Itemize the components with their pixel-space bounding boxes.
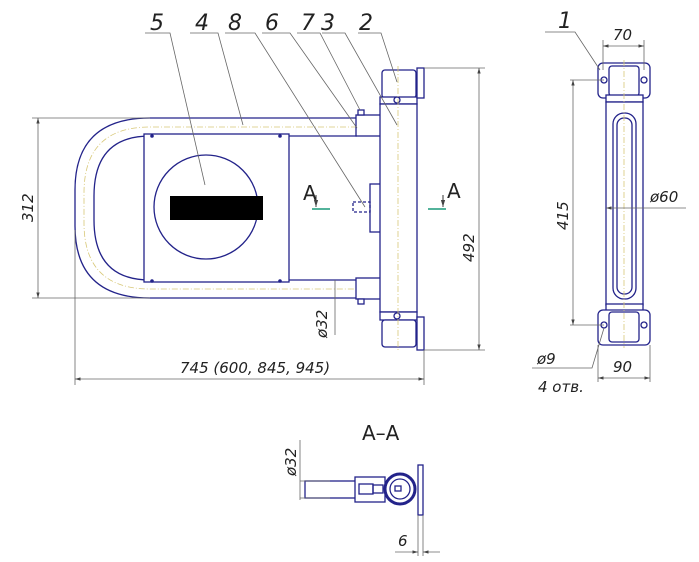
svg-text:745 (600, 845, 945): 745 (600, 845, 945) bbox=[180, 359, 330, 377]
part-label-3: 3 bbox=[321, 11, 335, 36]
svg-text:A: A bbox=[447, 179, 461, 203]
section-dimension-32: ø32 bbox=[282, 440, 330, 500]
svg-text:70: 70 bbox=[613, 26, 632, 44]
section-dimension-6: 6 bbox=[395, 515, 440, 556]
svg-text:ø9: ø9 bbox=[536, 350, 556, 368]
svg-text:ø60: ø60 bbox=[649, 188, 678, 206]
dimension-hole-9: ø9 4 отв. bbox=[532, 327, 605, 396]
sign-bar bbox=[170, 196, 263, 220]
side-view: 1 70 415 ø60 90 ø9 4 отв. bbox=[532, 9, 686, 396]
dimension-60: ø60 bbox=[606, 188, 686, 210]
main-view: 5 4 8 6 7 3 2 312 492 745 (600, 845, 945… bbox=[19, 11, 485, 385]
dimension-90: 90 bbox=[597, 345, 651, 382]
dimension-745: 745 (600, 845, 945) bbox=[74, 230, 425, 385]
section-view: A–A ø32 6 bbox=[282, 421, 440, 556]
dimension-tube-32: ø32 bbox=[313, 280, 336, 339]
dimension-312: 312 bbox=[19, 117, 150, 299]
part-label-4: 4 bbox=[195, 11, 209, 36]
part-label-1: 1 bbox=[558, 9, 572, 34]
svg-text:90: 90 bbox=[613, 358, 632, 376]
svg-text:492: 492 bbox=[460, 233, 478, 262]
dimension-415: 415 bbox=[554, 79, 604, 326]
dimension-70: 70 bbox=[602, 26, 645, 70]
svg-text:ø32: ø32 bbox=[282, 448, 300, 477]
part-label-7: 7 bbox=[301, 11, 315, 36]
part-label-6: 6 bbox=[265, 11, 279, 36]
svg-text:6: 6 bbox=[398, 532, 408, 550]
part-label-5: 5 bbox=[150, 11, 164, 36]
svg-text:A: A bbox=[303, 181, 317, 205]
section-title: A–A bbox=[362, 421, 400, 445]
post bbox=[379, 66, 425, 351]
clamps bbox=[355, 109, 383, 305]
sign-panel bbox=[143, 133, 290, 283]
bracket bbox=[352, 183, 383, 233]
arm-tube bbox=[74, 117, 357, 299]
dimension-492: 492 bbox=[424, 67, 485, 351]
svg-text:415: 415 bbox=[554, 201, 572, 230]
part-label-2: 2 bbox=[359, 11, 373, 36]
svg-text:ø32: ø32 bbox=[313, 310, 331, 339]
section-marks: A A bbox=[303, 179, 461, 210]
svg-text:4 отв.: 4 отв. bbox=[538, 378, 584, 396]
svg-text:312: 312 bbox=[19, 193, 37, 222]
part-label-8: 8 bbox=[228, 11, 242, 36]
part-leaders bbox=[145, 32, 398, 208]
